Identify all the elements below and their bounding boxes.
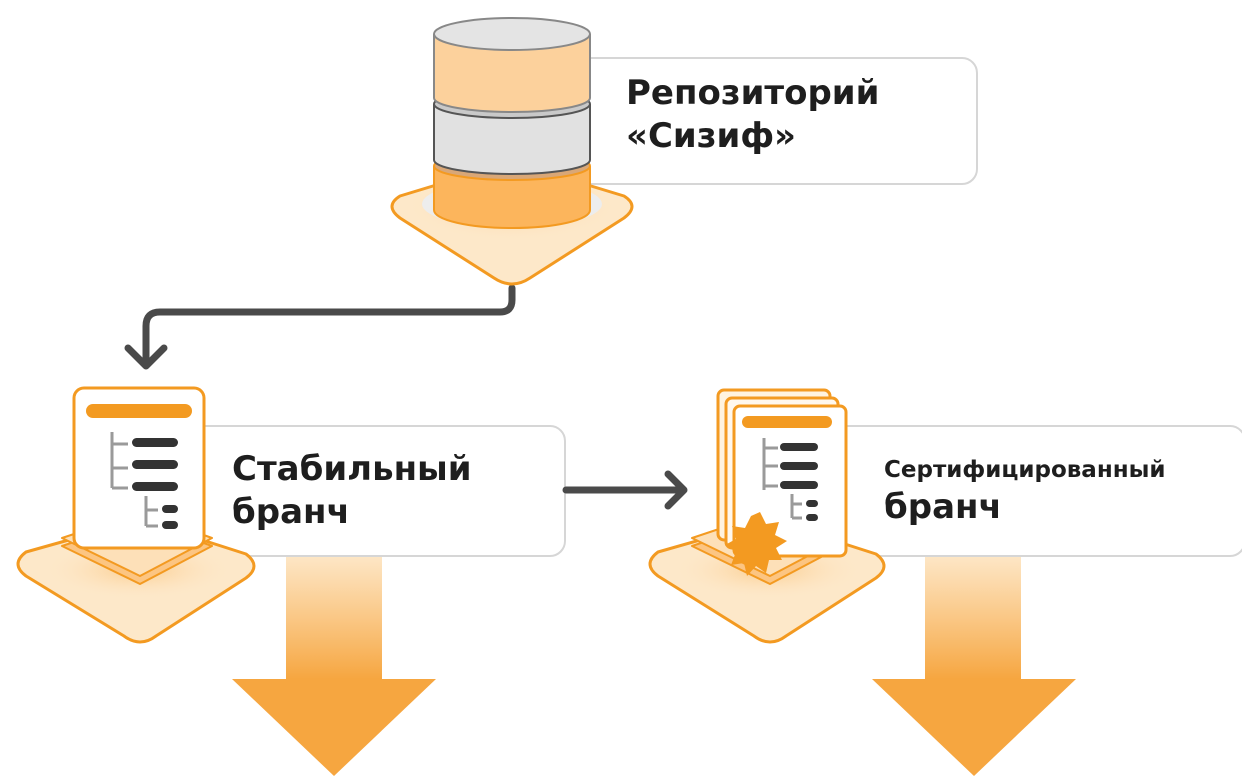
stable-branch-label-line1: Стабильный (232, 449, 472, 489)
certified-document-icon (648, 388, 886, 644)
certified-branch-label: Сертифицированный бранч (884, 452, 1166, 526)
repository-to-stable-connector (124, 284, 516, 370)
document-tree-icon (16, 386, 256, 644)
stable-branch-label: Стабильный бранч (232, 448, 472, 533)
repository-label-line1: Репозиторий (626, 73, 880, 113)
repository-label-line2: «Сизиф» (626, 115, 797, 156)
database-icon (390, 17, 634, 286)
certificate-seal-icon (725, 512, 787, 576)
certified-branch-output-arrow (872, 557, 1076, 776)
repository-card (560, 57, 978, 185)
certified-branch-label-line2: бранч (884, 486, 1002, 527)
repository-label: Репозиторий «Сизиф» (626, 72, 879, 157)
stable-branch-output-arrow (232, 557, 436, 776)
certified-branch-label-line1: Сертифицированный (884, 457, 1166, 483)
stable-branch-label-line2: бранч (232, 491, 350, 532)
stable-to-certified-connector (562, 470, 688, 510)
